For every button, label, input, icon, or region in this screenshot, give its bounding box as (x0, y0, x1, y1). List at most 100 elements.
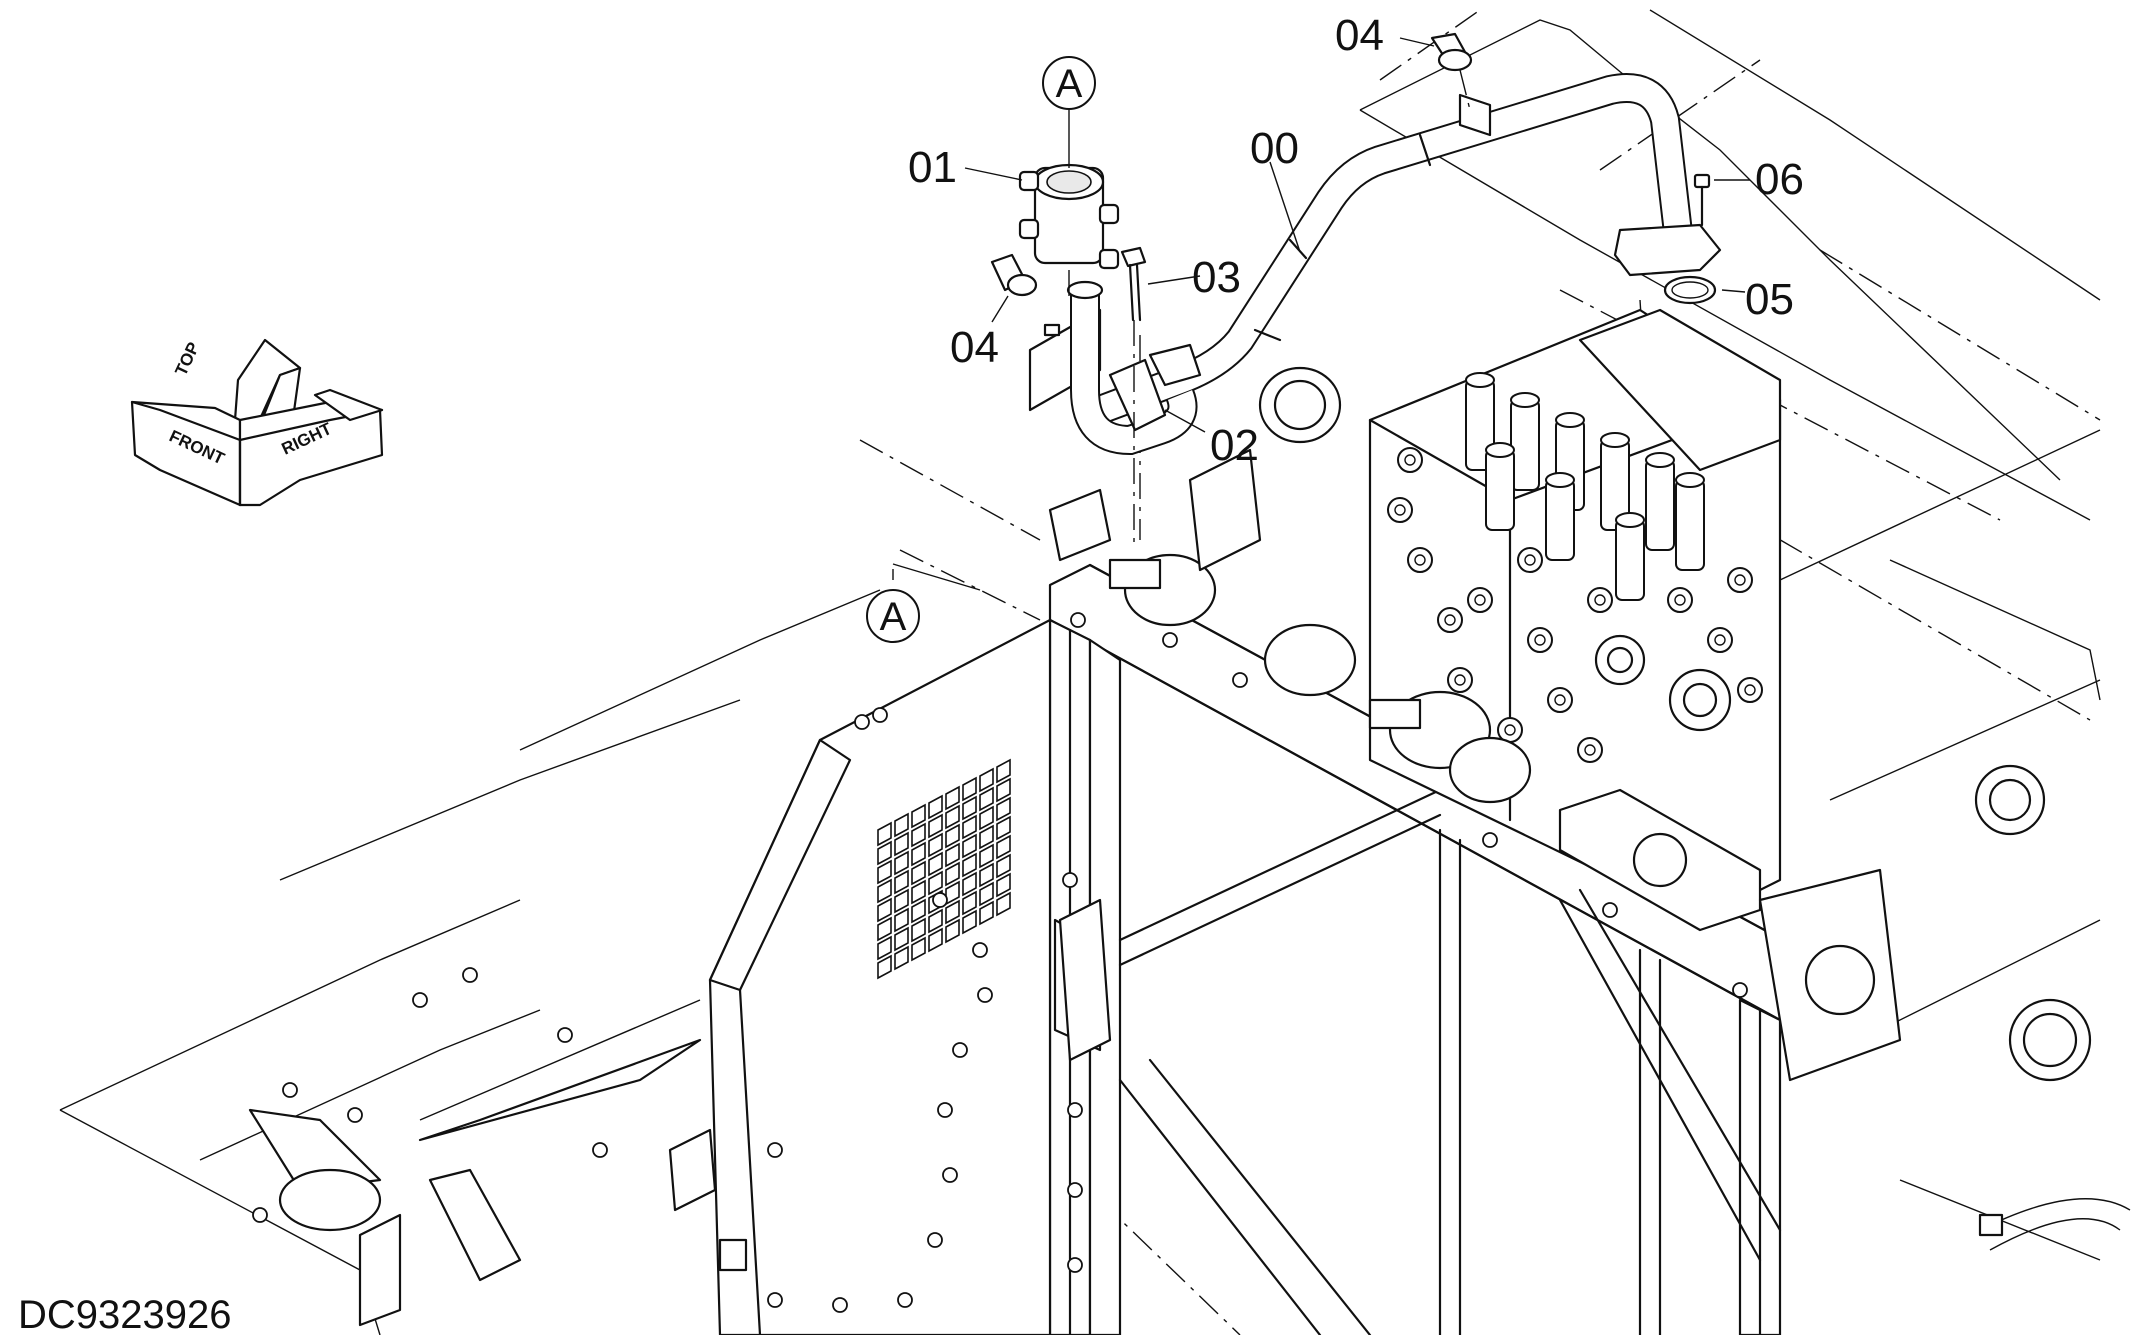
frame-hole (972, 942, 988, 958)
grille-cell (911, 841, 926, 867)
grille-cell (928, 813, 943, 839)
frame-hole (897, 1292, 913, 1308)
grille-cell (979, 824, 994, 850)
grille-cell (962, 814, 977, 840)
frame-hole (1732, 982, 1748, 998)
drawing-code: DC9323926 (18, 1293, 232, 1335)
grille-cell (877, 821, 892, 847)
grille-cell (911, 936, 926, 962)
valve-port-inner (1444, 614, 1456, 626)
part-callouts: 00 01 02 03 04 04 05 06 (908, 11, 1804, 470)
view-marker-top: A (1042, 56, 1096, 110)
grille-cell (945, 918, 960, 944)
grille-cell (911, 860, 926, 886)
frame-hole (767, 1292, 783, 1308)
valve-spool-cap (1645, 452, 1675, 468)
valve-port-inner (1714, 634, 1726, 646)
callout-02: 02 (1210, 421, 1259, 470)
grille-cell (996, 853, 1011, 879)
grille-cell (894, 869, 909, 895)
frame-hole (1062, 872, 1078, 888)
grille-cell (979, 767, 994, 793)
grille-cell (928, 908, 943, 934)
grille-cell (911, 898, 926, 924)
valve-spool-cap (1465, 372, 1495, 388)
frame-hole (1067, 1182, 1083, 1198)
grille-cell (877, 878, 892, 904)
frame-hole (872, 707, 888, 723)
frame-hole (927, 1232, 943, 1248)
flange-disc (1258, 366, 1342, 444)
valve-spool-cap (1600, 432, 1630, 448)
leader-lines (1164, 161, 1746, 433)
grille-cell (894, 907, 909, 933)
callout-06: 06 (1755, 155, 1804, 204)
view-marker-leader (892, 563, 981, 591)
grille-cell (962, 795, 977, 821)
callout-04-left: 04 (950, 323, 999, 372)
pump-housing (1758, 764, 2092, 1237)
valve-port-inner (1744, 684, 1756, 696)
valve-spool-cap (1485, 442, 1515, 458)
frame-hole (412, 992, 428, 1008)
grille-cell (894, 831, 909, 857)
vent-grille (877, 758, 1011, 980)
grille-cell (962, 833, 977, 859)
grille-cell (996, 815, 1011, 841)
pipe-clamp-02 (1108, 343, 1202, 432)
grille-cell (945, 842, 960, 868)
grille-cell (894, 926, 909, 952)
grille-cell (877, 935, 892, 961)
frame-hole (854, 714, 870, 730)
plug-04-top (1399, 32, 1473, 111)
valve-port-inner (1534, 634, 1546, 646)
grille-cell (996, 891, 1011, 917)
grille-cell (877, 954, 892, 980)
frame-hole (1067, 1102, 1083, 1118)
plug-04-left (990, 253, 1038, 323)
grille-cell (979, 843, 994, 869)
valve-port-inner (1404, 454, 1416, 466)
callout-00: 00 (1250, 124, 1299, 173)
frame-hole (347, 1107, 363, 1123)
grille-cell (877, 897, 892, 923)
valve-port-inner (1594, 594, 1606, 606)
valve-spool-cap (1545, 472, 1575, 488)
frame-hole (942, 1167, 958, 1183)
valve-port-inner (1414, 554, 1426, 566)
grille-cell (911, 917, 926, 943)
left-brackets (248, 308, 1262, 1327)
frame-hole (977, 987, 993, 1003)
grille-cell (996, 758, 1011, 784)
view-marker-body-label: A (880, 595, 907, 639)
valve-port-inner (1454, 674, 1466, 686)
valve-spool (1645, 459, 1675, 551)
view-marker-body: A (866, 589, 920, 643)
frame-hole (282, 1082, 298, 1098)
grille-cell (945, 899, 960, 925)
grille-cell (894, 945, 909, 971)
grille-cell (928, 794, 943, 820)
frame-hole (932, 892, 948, 908)
valve-spool (1615, 519, 1645, 601)
grille-cell (894, 812, 909, 838)
frame-hole (1070, 612, 1086, 628)
grille-cell (928, 927, 943, 953)
compass-top-a: TOP (171, 339, 203, 378)
valve-port-inner (1584, 744, 1596, 756)
grille-cell (877, 916, 892, 942)
grille-cell (979, 900, 994, 926)
frame-hole (592, 1142, 608, 1158)
grille-cell (979, 805, 994, 831)
bolt-03 (1120, 246, 1201, 545)
grille-cell (911, 822, 926, 848)
grille-cell (911, 879, 926, 905)
frame-hole (1602, 902, 1618, 918)
valve-spool-cap (1675, 472, 1705, 488)
grille-cell (911, 803, 926, 829)
grille-cell (979, 881, 994, 907)
frame-hole (937, 1102, 953, 1118)
callout-04-top: 04 (1335, 11, 1384, 60)
frame-hole (767, 1142, 783, 1158)
